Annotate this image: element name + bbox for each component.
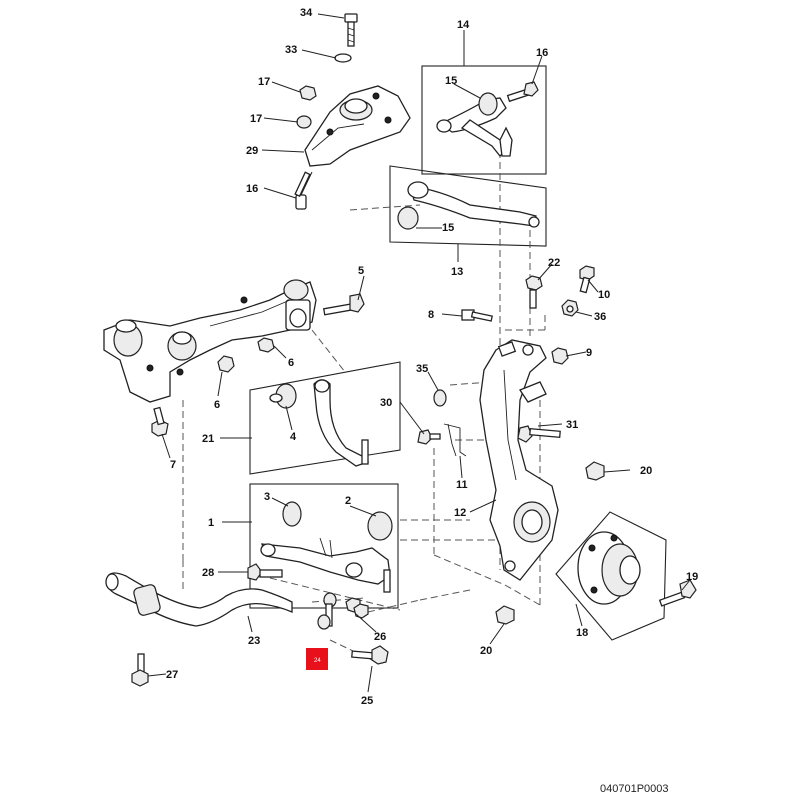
callout-12: 12 xyxy=(454,507,466,519)
callout-30: 30 xyxy=(380,397,392,409)
bolt-27 xyxy=(131,653,149,687)
callout-13: 13 xyxy=(451,266,463,278)
link-21 xyxy=(269,379,370,467)
nut-20-lower xyxy=(495,605,515,625)
callout-3: 3 xyxy=(264,491,270,503)
highlight-box[interactable] xyxy=(306,648,328,670)
callout-7: 7 xyxy=(170,459,176,471)
bolt-16-left xyxy=(294,171,313,210)
callout-4: 4 xyxy=(290,431,297,443)
callout-18: 18 xyxy=(576,627,588,639)
nut-26 xyxy=(345,597,369,619)
callout-24: 24 xyxy=(314,658,321,664)
nut-17-lower xyxy=(296,115,312,129)
callout-33: 33 xyxy=(285,44,297,56)
bolt-7 xyxy=(151,406,169,437)
bolt-22 xyxy=(525,275,543,309)
washer-33 xyxy=(334,53,352,63)
callout-21: 21 xyxy=(202,433,214,445)
nut-36 xyxy=(561,299,579,317)
bolt-28 xyxy=(247,563,283,581)
group-box-18 xyxy=(555,511,667,641)
highlight-marker-24[interactable]: 24 xyxy=(306,648,328,670)
callout-20-upper: 20 xyxy=(640,465,652,477)
callout-6-right: 6 xyxy=(288,357,294,369)
subframe xyxy=(103,279,317,403)
nut-6-left xyxy=(217,355,235,373)
callout-11: 11 xyxy=(456,479,468,491)
callout-16-right: 16 xyxy=(536,47,548,59)
upper-arm-14 xyxy=(436,92,513,157)
group-box-14 xyxy=(421,65,547,175)
grommet-35 xyxy=(433,389,447,407)
hub-18 xyxy=(577,531,641,605)
nut-20-upper xyxy=(585,461,605,481)
bolt-34 xyxy=(344,13,358,47)
callout-9: 9 xyxy=(586,347,592,359)
lower-arm-1 xyxy=(260,501,393,593)
callout-15-lower: 15 xyxy=(442,222,454,234)
stabilizer-bar-23 xyxy=(105,572,293,627)
callout-34: 34 xyxy=(300,7,313,19)
group-box-21 xyxy=(249,361,401,475)
bolt-30 xyxy=(417,429,441,445)
callout-29: 29 xyxy=(246,145,258,157)
callout-15-upper: 15 xyxy=(445,75,457,87)
bolt-16-right xyxy=(506,81,539,103)
callout-19: 19 xyxy=(686,571,698,583)
callout-16-left: 16 xyxy=(246,183,258,195)
diagram-code: 040701P0003 xyxy=(600,783,669,795)
knuckle-12 xyxy=(479,339,559,581)
callout-28: 28 xyxy=(202,567,214,579)
callout-8: 8 xyxy=(428,309,434,321)
callout-labels: 34 33 17 17 29 16 14 15 16 15 13 22 10 3… xyxy=(166,7,698,707)
group-box-1 xyxy=(249,483,399,609)
bolt-31 xyxy=(517,425,561,443)
nut-6-right xyxy=(257,337,275,353)
leader-lines xyxy=(147,13,691,693)
group-box-13 xyxy=(389,165,547,247)
callout-22: 22 xyxy=(548,257,560,269)
callout-36: 36 xyxy=(594,311,606,323)
stabilizer-link-24 xyxy=(317,592,337,630)
callout-17-lower: 17 xyxy=(250,113,262,125)
link-13 xyxy=(397,181,540,230)
top-mount-29 xyxy=(304,85,411,167)
bolt-8 xyxy=(461,309,493,322)
callout-35: 35 xyxy=(416,363,428,375)
callout-25: 25 xyxy=(361,695,373,707)
bolt-5 xyxy=(322,293,365,316)
callout-26: 26 xyxy=(374,631,386,643)
callout-20-lower: 20 xyxy=(480,645,492,657)
callout-1: 1 xyxy=(208,517,214,529)
callout-31: 31 xyxy=(566,419,578,431)
callout-2: 2 xyxy=(345,495,351,507)
bolt-19 xyxy=(658,579,697,607)
bolt-10 xyxy=(579,265,595,294)
callout-5: 5 xyxy=(358,265,364,277)
callout-6-left: 6 xyxy=(214,399,220,411)
bolt-25 xyxy=(351,645,389,665)
callout-27: 27 xyxy=(166,669,178,681)
bracket-11 xyxy=(443,423,467,457)
nut-17-upper xyxy=(299,85,317,101)
callout-10: 10 xyxy=(598,289,610,301)
callout-14: 14 xyxy=(457,19,470,31)
callout-23: 23 xyxy=(248,635,260,647)
nut-9 xyxy=(551,347,569,365)
callout-17-upper: 17 xyxy=(258,76,270,88)
